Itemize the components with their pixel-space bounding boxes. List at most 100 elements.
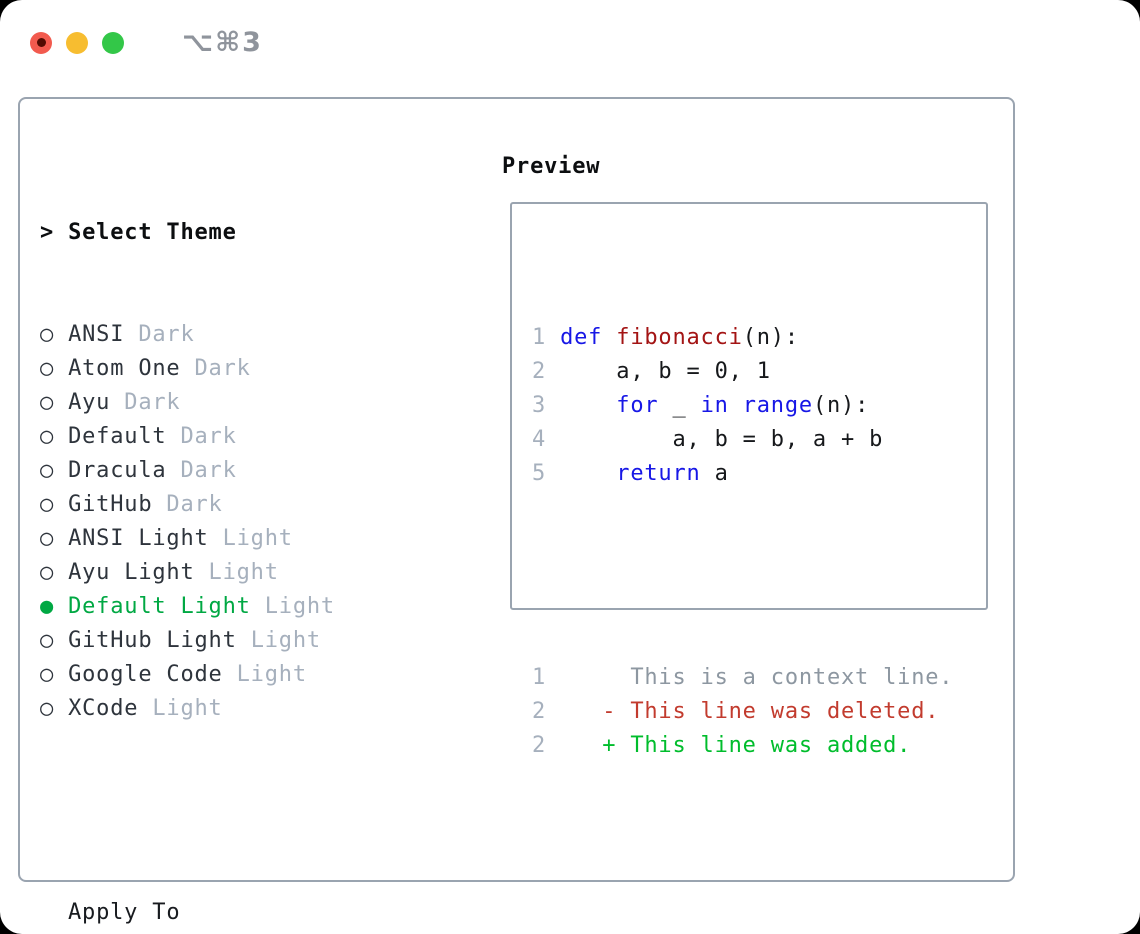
diff-line: 2 + This line was added. [532, 729, 986, 763]
theme-variant-badge: Dark [180, 424, 237, 449]
theme-variant-badge: Dark [124, 390, 181, 415]
code-line: 4 a, b = b, a + b [532, 423, 986, 457]
theme-item[interactable]: ○ ANSI Light Light [40, 522, 433, 556]
theme-item[interactable]: ○ Ayu Dark [40, 386, 433, 420]
theme-variant-badge: Light [222, 526, 293, 551]
theme-name: GitHub Light [68, 628, 237, 653]
code-segment [729, 393, 743, 418]
code-segment: _ [658, 393, 701, 418]
code-segment: a, b = b, a + b [560, 427, 884, 452]
radio-icon: ○ [40, 492, 55, 517]
theme-item[interactable]: ○ GitHub Light Light [40, 624, 433, 658]
theme-item[interactable]: ○ Atom One Dark [40, 352, 433, 386]
code-line: 3 for _ in range(n): [532, 389, 986, 423]
apply-to-header: Apply To [68, 900, 181, 925]
close-dot-icon [36, 38, 46, 47]
theme-item[interactable]: ○ ANSI Dark [40, 318, 433, 352]
code-segment: (n): [742, 325, 799, 350]
theme-variant-badge: Dark [180, 458, 237, 483]
radio-icon: ○ [40, 526, 55, 551]
line-number: 2 [532, 733, 547, 758]
theme-name: ANSI [68, 322, 125, 347]
code-line: 1 def fibonacci(n): [532, 321, 986, 355]
main-panel: > Select Theme ○ ANSI Dark○ Atom One Dar… [18, 97, 1015, 925]
theme-item[interactable]: ○ XCode Light [40, 692, 433, 726]
theme-variant-badge: Light [152, 696, 223, 721]
code-segment: return [616, 461, 701, 486]
radio-icon: ○ [40, 322, 55, 347]
theme-item[interactable]: ○ Default Dark [40, 420, 433, 454]
theme-name: Ayu Light [68, 560, 195, 585]
code-segment: for [616, 393, 659, 418]
blank-line [532, 559, 986, 593]
code-segment: range [742, 393, 813, 418]
theme-item-list: ○ ANSI Dark○ Atom One Dark○ Ayu Dark○ De… [40, 318, 433, 726]
code-line: 2 a, b = 0, 1 [532, 355, 986, 389]
line-number: 5 [532, 461, 547, 486]
select-theme-header: > Select Theme [40, 216, 433, 250]
code-segment: a [700, 461, 729, 486]
theme-name: ANSI Light [68, 526, 209, 551]
theme-variant-badge: Light [208, 560, 279, 585]
theme-item[interactable]: ○ GitHub Dark [40, 488, 433, 522]
line-number: 3 [532, 393, 547, 418]
theme-name: Ayu [68, 390, 111, 415]
window-title: ⌥⌘3 [182, 27, 263, 58]
line-number: 2 [532, 699, 547, 724]
spacer-row [40, 794, 433, 828]
close-button-icon[interactable] [30, 31, 52, 54]
theme-variant-badge: Dark [166, 492, 223, 517]
theme-variant-badge: Light [264, 594, 335, 619]
theme-name: XCode [68, 696, 139, 721]
diff-preview: 1 This is a context line.2 - This line w… [532, 661, 986, 763]
minimize-button-icon[interactable] [66, 31, 88, 54]
preview-header: Preview [502, 154, 601, 179]
diff-text: - This line was deleted. [560, 699, 940, 724]
select-theme-header-label: Select Theme [68, 220, 237, 245]
code-segment [560, 393, 616, 418]
line-number: 1 [532, 665, 547, 690]
theme-item[interactable]: ○ Ayu Light Light [40, 556, 433, 590]
code-segment: (n): [812, 393, 870, 418]
diff-line: 2 - This line was deleted. [532, 695, 986, 729]
code-segment: in [700, 393, 729, 418]
code-segment [602, 325, 616, 350]
radio-icon: ○ [40, 390, 55, 415]
code-line: 5 return a [532, 457, 986, 491]
theme-name: Dracula [68, 458, 167, 483]
theme-name: Google Code [68, 662, 223, 687]
code-segment: a, b = 0, 1 [560, 359, 771, 384]
theme-item[interactable]: ● Default Light Light [40, 590, 433, 624]
theme-variant-badge: Dark [194, 356, 251, 381]
theme-menu: > Select Theme ○ ANSI Dark○ Atom One Dar… [40, 148, 433, 934]
radio-icon: ○ [40, 560, 55, 585]
diff-line: 1 This is a context line. [532, 661, 986, 695]
radio-icon: ○ [40, 424, 55, 449]
line-number: 2 [532, 359, 547, 384]
theme-name: Default Light [68, 594, 251, 619]
theme-item[interactable]: ○ Dracula Dark [40, 454, 433, 488]
theme-name: Default [68, 424, 167, 449]
theme-name: GitHub [68, 492, 153, 517]
radio-icon: ○ [40, 458, 55, 483]
focus-cursor-icon: > [40, 220, 55, 245]
title-bar: ⌥⌘3 [30, 27, 263, 58]
radio-icon: ● [40, 594, 55, 619]
code-segment: fibonacci [616, 325, 743, 350]
theme-variant-badge: Dark [138, 322, 195, 347]
diff-text: + This line was added. [560, 733, 912, 758]
radio-icon: ○ [40, 696, 55, 721]
radio-icon: ○ [40, 356, 55, 381]
code-segment [560, 461, 616, 486]
line-number: 4 [532, 427, 547, 452]
zoom-button-icon[interactable] [102, 31, 124, 54]
theme-item[interactable]: ○ Google Code Light [40, 658, 433, 692]
theme-variant-badge: Light [236, 662, 307, 687]
radio-icon: ○ [40, 628, 55, 653]
code-segment: def [560, 325, 603, 350]
theme-variant-badge: Light [250, 628, 321, 653]
theme-name: Atom One [68, 356, 181, 381]
